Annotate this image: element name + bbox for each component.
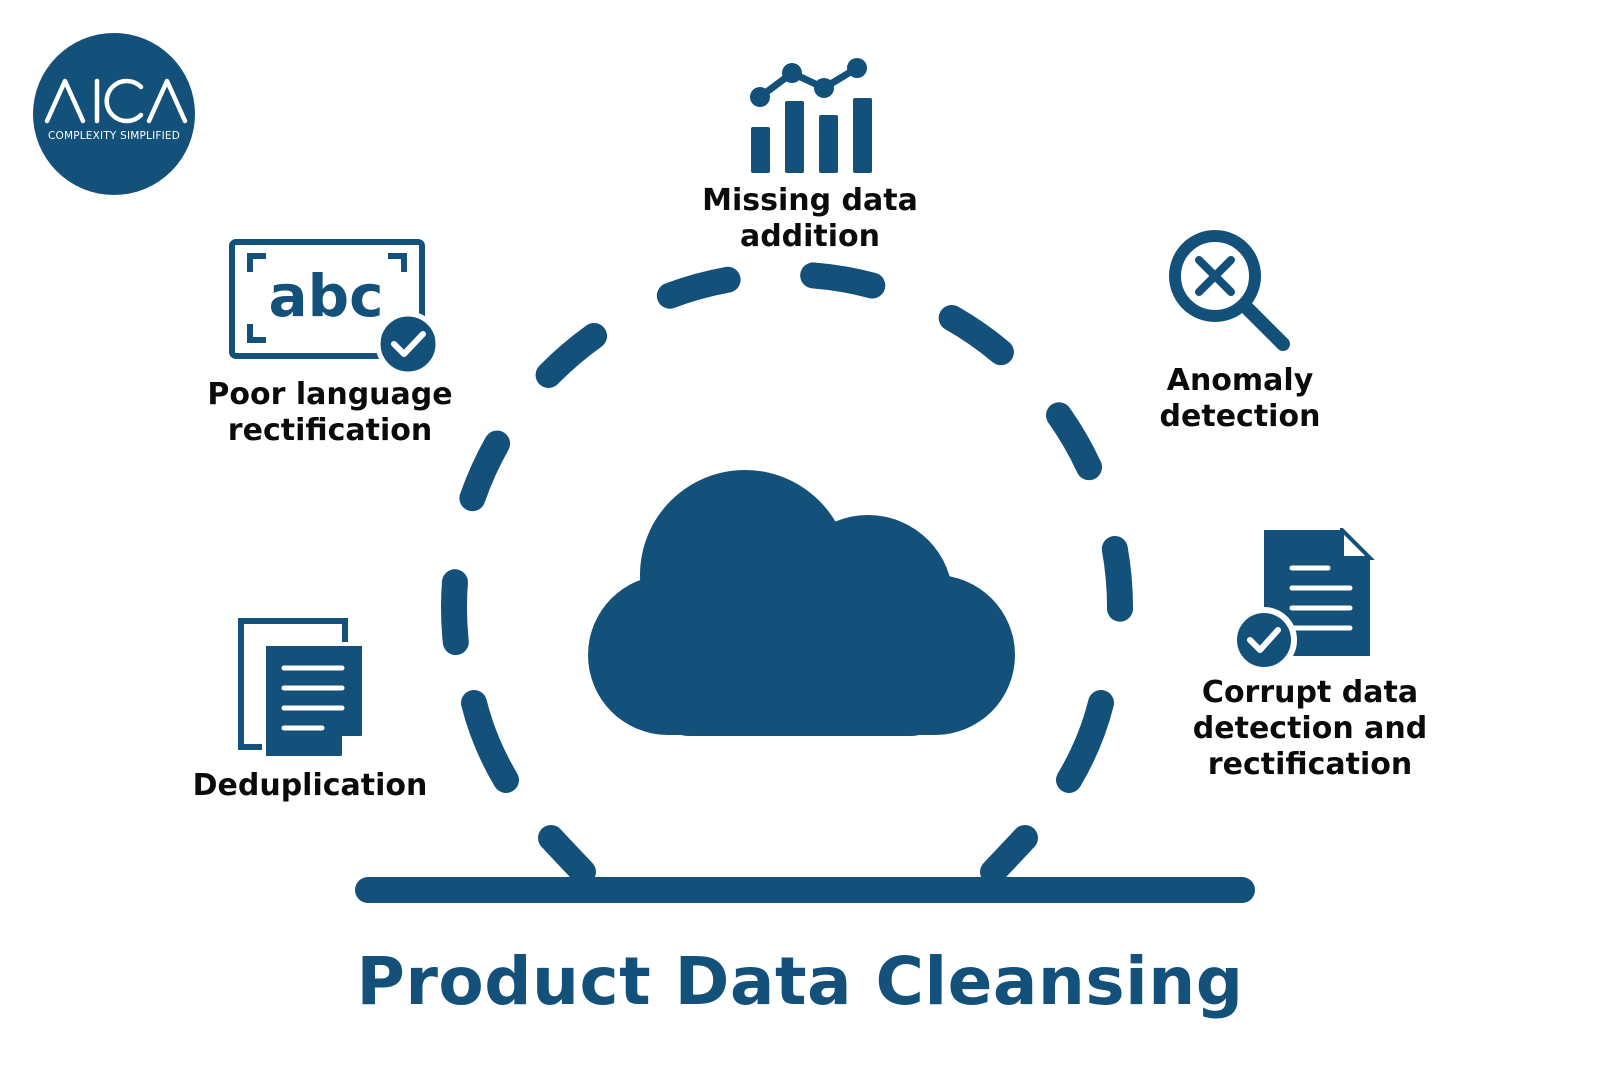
cloud-icon — [588, 470, 1015, 736]
dashed-ring — [441, 261, 1133, 885]
aica-wordmark — [44, 78, 188, 124]
logo-tagline: COMPLEXITY SIMPLIFIED — [47, 130, 181, 142]
document-check-icon — [1232, 528, 1375, 673]
corrupt-data-label: Corrupt data detection and rectification — [1192, 675, 1428, 782]
aica-logo: COMPLEXITY SIMPLIFIED — [33, 33, 195, 195]
magnifier-x-icon — [1169, 230, 1290, 351]
page-title: Product Data Cleansing — [356, 943, 1244, 1020]
abc-check-icon: abc — [229, 239, 441, 377]
anomaly-label: Anomaly detection — [1159, 363, 1321, 434]
duplicate-documents-icon — [238, 618, 366, 760]
abc-text: abc — [268, 262, 383, 330]
poor-language-label: Poor language rectification — [207, 377, 453, 448]
deduplication-label: Deduplication — [192, 768, 428, 803]
missing-data-label: Missing data addition — [702, 183, 918, 254]
bar-line-chart-icon — [750, 58, 872, 173]
